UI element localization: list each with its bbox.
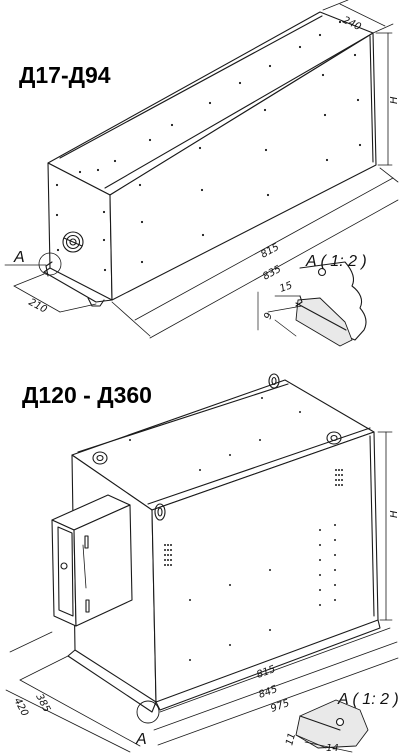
callout-top-detail-title: A ( 1: 2 ) xyxy=(305,253,367,270)
dim-top-height: H xyxy=(389,96,400,104)
dim-bottom-d1: 385 xyxy=(33,692,52,714)
dim-bottom-d2: 420 xyxy=(11,696,30,718)
model-title-bottom: Д120 - Д360 xyxy=(22,382,152,408)
callout-top-a-label: A xyxy=(13,249,25,266)
dim-bottom-l1: 815 xyxy=(255,664,277,681)
dim-bottom-detail-d1: 11 xyxy=(284,732,298,747)
model-title-top: Д17-Д94 xyxy=(19,62,111,88)
dim-bottom-l3: 975 xyxy=(269,698,291,715)
junction-box xyxy=(51,494,133,627)
dim-top-depth: 210 xyxy=(27,297,49,316)
top-enclosure xyxy=(43,11,377,307)
callout-bottom-detail-title: A ( 1: 2 ) xyxy=(337,691,399,708)
bottom-detail-a xyxy=(295,699,369,753)
top-dimensions xyxy=(4,0,399,339)
dim-top-detail-d2: 9 xyxy=(262,311,275,321)
perforations-bottom xyxy=(129,397,343,661)
bottom-dimensions xyxy=(5,431,399,753)
lifting-eye-icons xyxy=(92,373,342,521)
dim-top-detail-d1: 15 xyxy=(278,280,294,295)
callout-bottom-a-label: A xyxy=(135,731,147,748)
bottom-enclosure xyxy=(51,373,381,724)
dim-bottom-l2: 845 xyxy=(257,684,279,701)
top-detail-a xyxy=(257,261,367,347)
dim-top-length-inner: 815 xyxy=(259,242,281,261)
cable-gland xyxy=(62,231,84,253)
rivets-top xyxy=(55,20,362,272)
dim-bottom-detail-d2: 14 xyxy=(326,743,339,753)
dim-top-length-outer: 835 xyxy=(261,264,283,283)
dim-bottom-height: H xyxy=(389,510,400,518)
top-enclosure-side-face xyxy=(109,32,377,301)
